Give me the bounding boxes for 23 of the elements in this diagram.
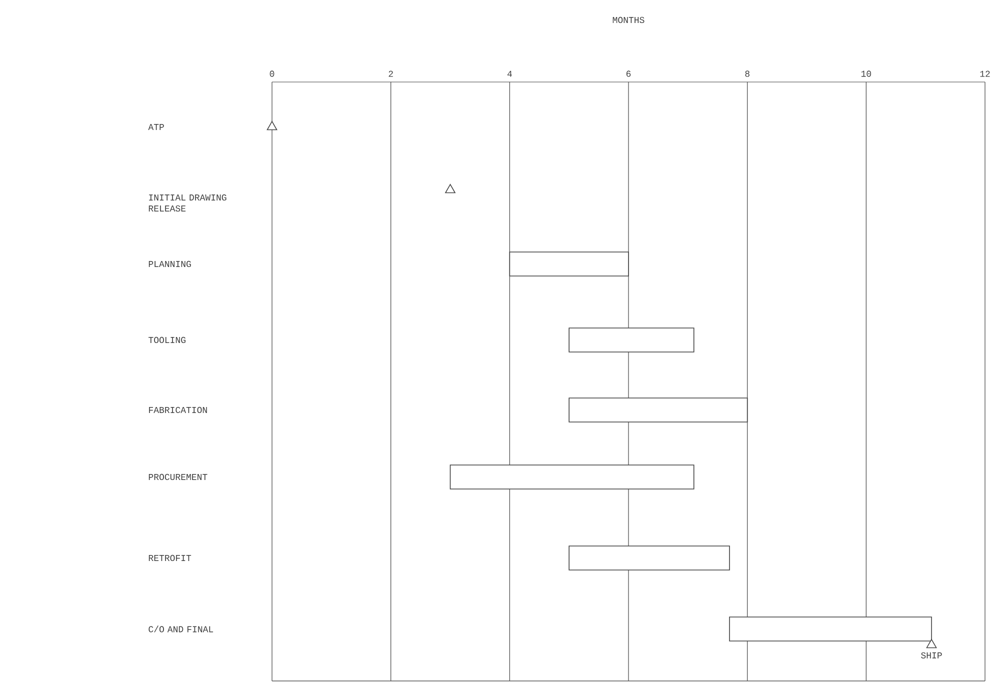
row-label: FABRICATION xyxy=(149,406,207,414)
gantt-bar xyxy=(568,328,694,352)
gantt-bar xyxy=(509,252,629,276)
row-label: TOOLING xyxy=(148,336,186,344)
row-label: PLANNING xyxy=(148,260,191,268)
tick-label: 8 xyxy=(745,70,750,77)
tick-label: 6 xyxy=(626,70,631,77)
milestone-label: SHIP xyxy=(921,652,942,658)
row-label: RETROFIT xyxy=(148,554,192,562)
axis-title: MONTHS xyxy=(612,16,644,24)
gantt-bar xyxy=(450,464,694,490)
tick-label: 0 xyxy=(270,70,274,77)
tick-label: 4 xyxy=(507,70,512,77)
row-label: PROCUREMENT xyxy=(148,474,208,480)
tick-label: 12 xyxy=(980,70,990,77)
gantt-bar xyxy=(729,616,932,642)
tick-label: 2 xyxy=(388,70,393,77)
gantt-bar xyxy=(568,398,748,422)
row-label: ATP xyxy=(148,124,164,130)
gantt-bar xyxy=(568,546,730,570)
row-label: INITIAL DRAWING RELEASE xyxy=(148,194,226,212)
tick-label: 10 xyxy=(861,70,872,77)
row-label: C/O AND FINAL xyxy=(148,626,214,632)
